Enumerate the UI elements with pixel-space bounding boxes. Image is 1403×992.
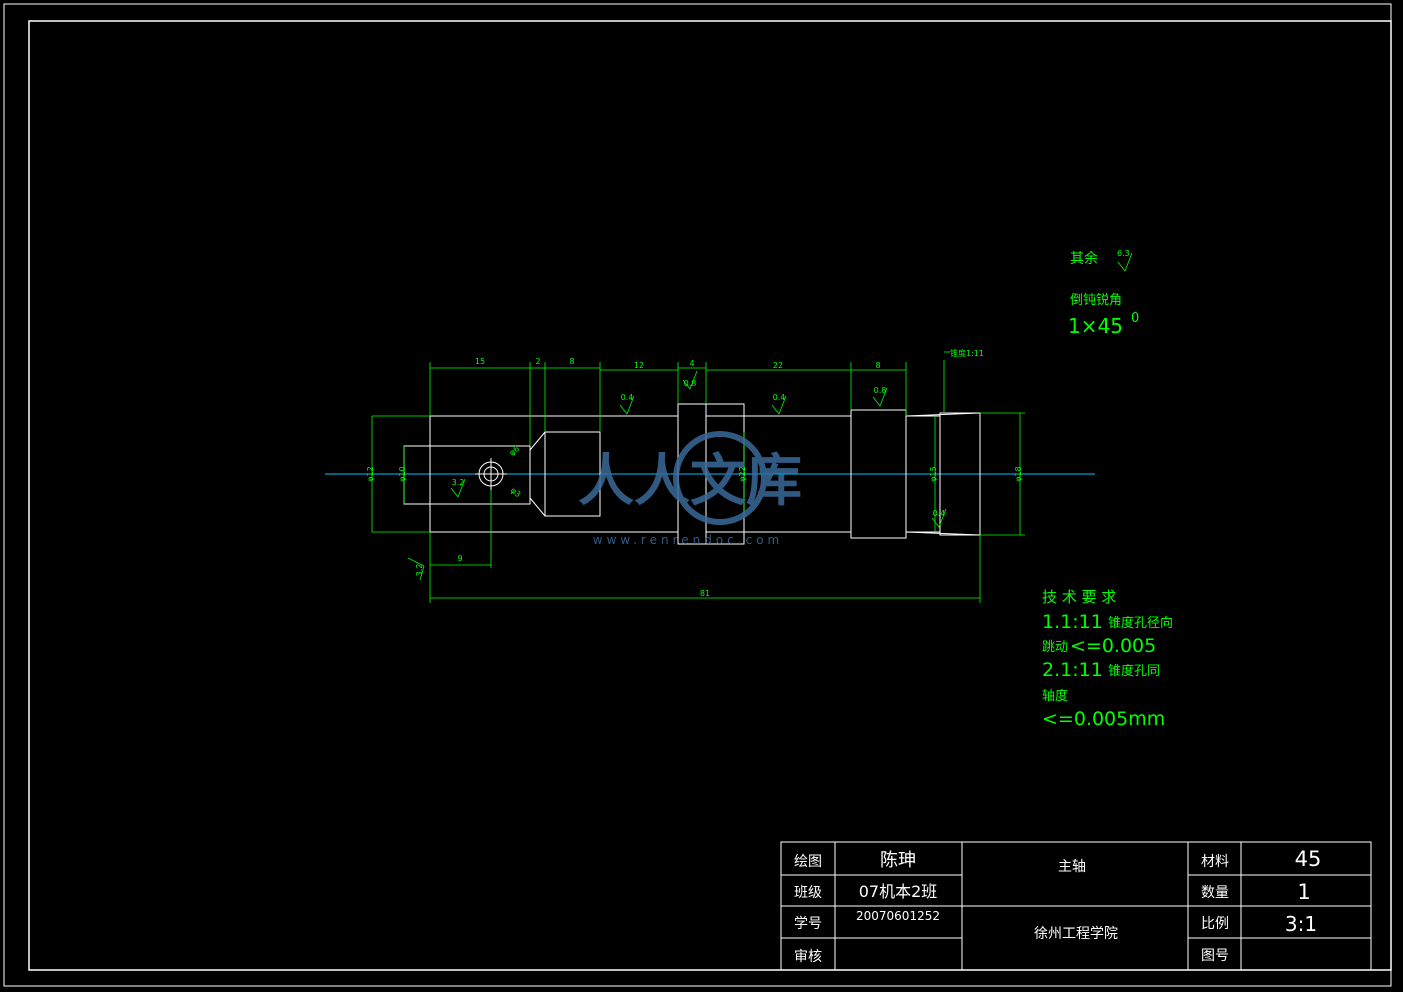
roughness-04c: 0.4 <box>933 509 946 518</box>
dim-2: 2 <box>535 357 540 366</box>
dim-9: 9 <box>457 554 462 563</box>
id-value: 20070601252 <box>856 909 940 923</box>
watermark-ring-icon <box>673 431 767 525</box>
scale-value: 3:1 <box>1285 912 1317 936</box>
hole-dia-b: φ3 <box>509 486 523 500</box>
drawer-label: 绘图 <box>794 854 822 870</box>
roughness-04a: 0.4 <box>621 393 634 402</box>
qty-value: 1 <box>1297 880 1310 904</box>
tech-line2b: <=0.005 <box>1070 635 1156 657</box>
dia-right-a: φ15 <box>929 466 938 481</box>
roughness-08a: 0.8 <box>684 379 697 388</box>
scale-label: 比例 <box>1201 916 1229 932</box>
tech-line3b: 锥度孔同 <box>1108 663 1160 679</box>
class-value: 07机本2班 <box>859 882 938 901</box>
qty-label: 数量 <box>1201 885 1229 901</box>
tech-line1a: 1.1:11 <box>1042 611 1103 633</box>
dim-12: 12 <box>634 361 644 370</box>
inner-frame <box>28 20 1392 971</box>
part-name: 主轴 <box>1058 859 1086 875</box>
tech-line4: 轴度 <box>1042 688 1068 704</box>
id-label: 学号 <box>794 916 822 932</box>
roughness-08b: 0.8 <box>874 386 887 395</box>
dim-15: 15 <box>475 357 485 366</box>
dia-left-inner: φ10 <box>398 466 407 481</box>
tech-line1b: 锥度孔径向 <box>1108 615 1173 631</box>
chamfer-value: 1×45 <box>1068 314 1123 338</box>
tech-line3a: 2.1:11 <box>1042 659 1103 681</box>
drawing-no-label: 图号 <box>1201 948 1229 964</box>
dia-mid: φ22 <box>738 466 747 481</box>
title-block-grid <box>780 841 1372 971</box>
roughness-32a: 3.2 <box>452 478 465 487</box>
taper-label: 锥度1:11 <box>950 348 984 358</box>
dim-8b: 8 <box>875 361 880 370</box>
watermark-url: www.renrendoc.com <box>593 533 783 547</box>
material-value: 45 <box>1295 847 1322 871</box>
watermark: 人人文库 www.renrendoc.com <box>578 431 802 547</box>
material-label: 材料 <box>1201 854 1229 870</box>
roughness-32b: 3.2 <box>415 564 424 577</box>
tech-line2a: 跳动 <box>1042 640 1068 655</box>
roughness-04b: 0.4 <box>773 393 786 402</box>
dim-8a: 8 <box>569 357 574 366</box>
rest-label: 其余 <box>1070 250 1098 267</box>
dim-81: 81 <box>700 589 710 598</box>
chamfer-label: 倒钝锐角 <box>1070 293 1122 308</box>
tech-title: 技 术 要 求 <box>1042 588 1116 606</box>
school-name: 徐州工程学院 <box>1034 926 1118 942</box>
tech-line5: <=0.005mm <box>1042 708 1165 730</box>
dim-4: 4 <box>689 359 694 368</box>
dimension-lines <box>371 252 1133 603</box>
dia-left-outer: φ12 <box>366 466 375 481</box>
watermark-text: 人人文库 <box>578 449 802 514</box>
review-label: 审核 <box>794 949 822 965</box>
dia-right-b: φ18 <box>1014 466 1023 481</box>
chamfer-sup: 0 <box>1131 311 1139 326</box>
dim-22: 22 <box>773 361 783 370</box>
class-label: 班级 <box>794 885 822 901</box>
drawer-value: 陈珅 <box>880 850 916 871</box>
rest-roughness: 6.3 <box>1117 249 1130 258</box>
